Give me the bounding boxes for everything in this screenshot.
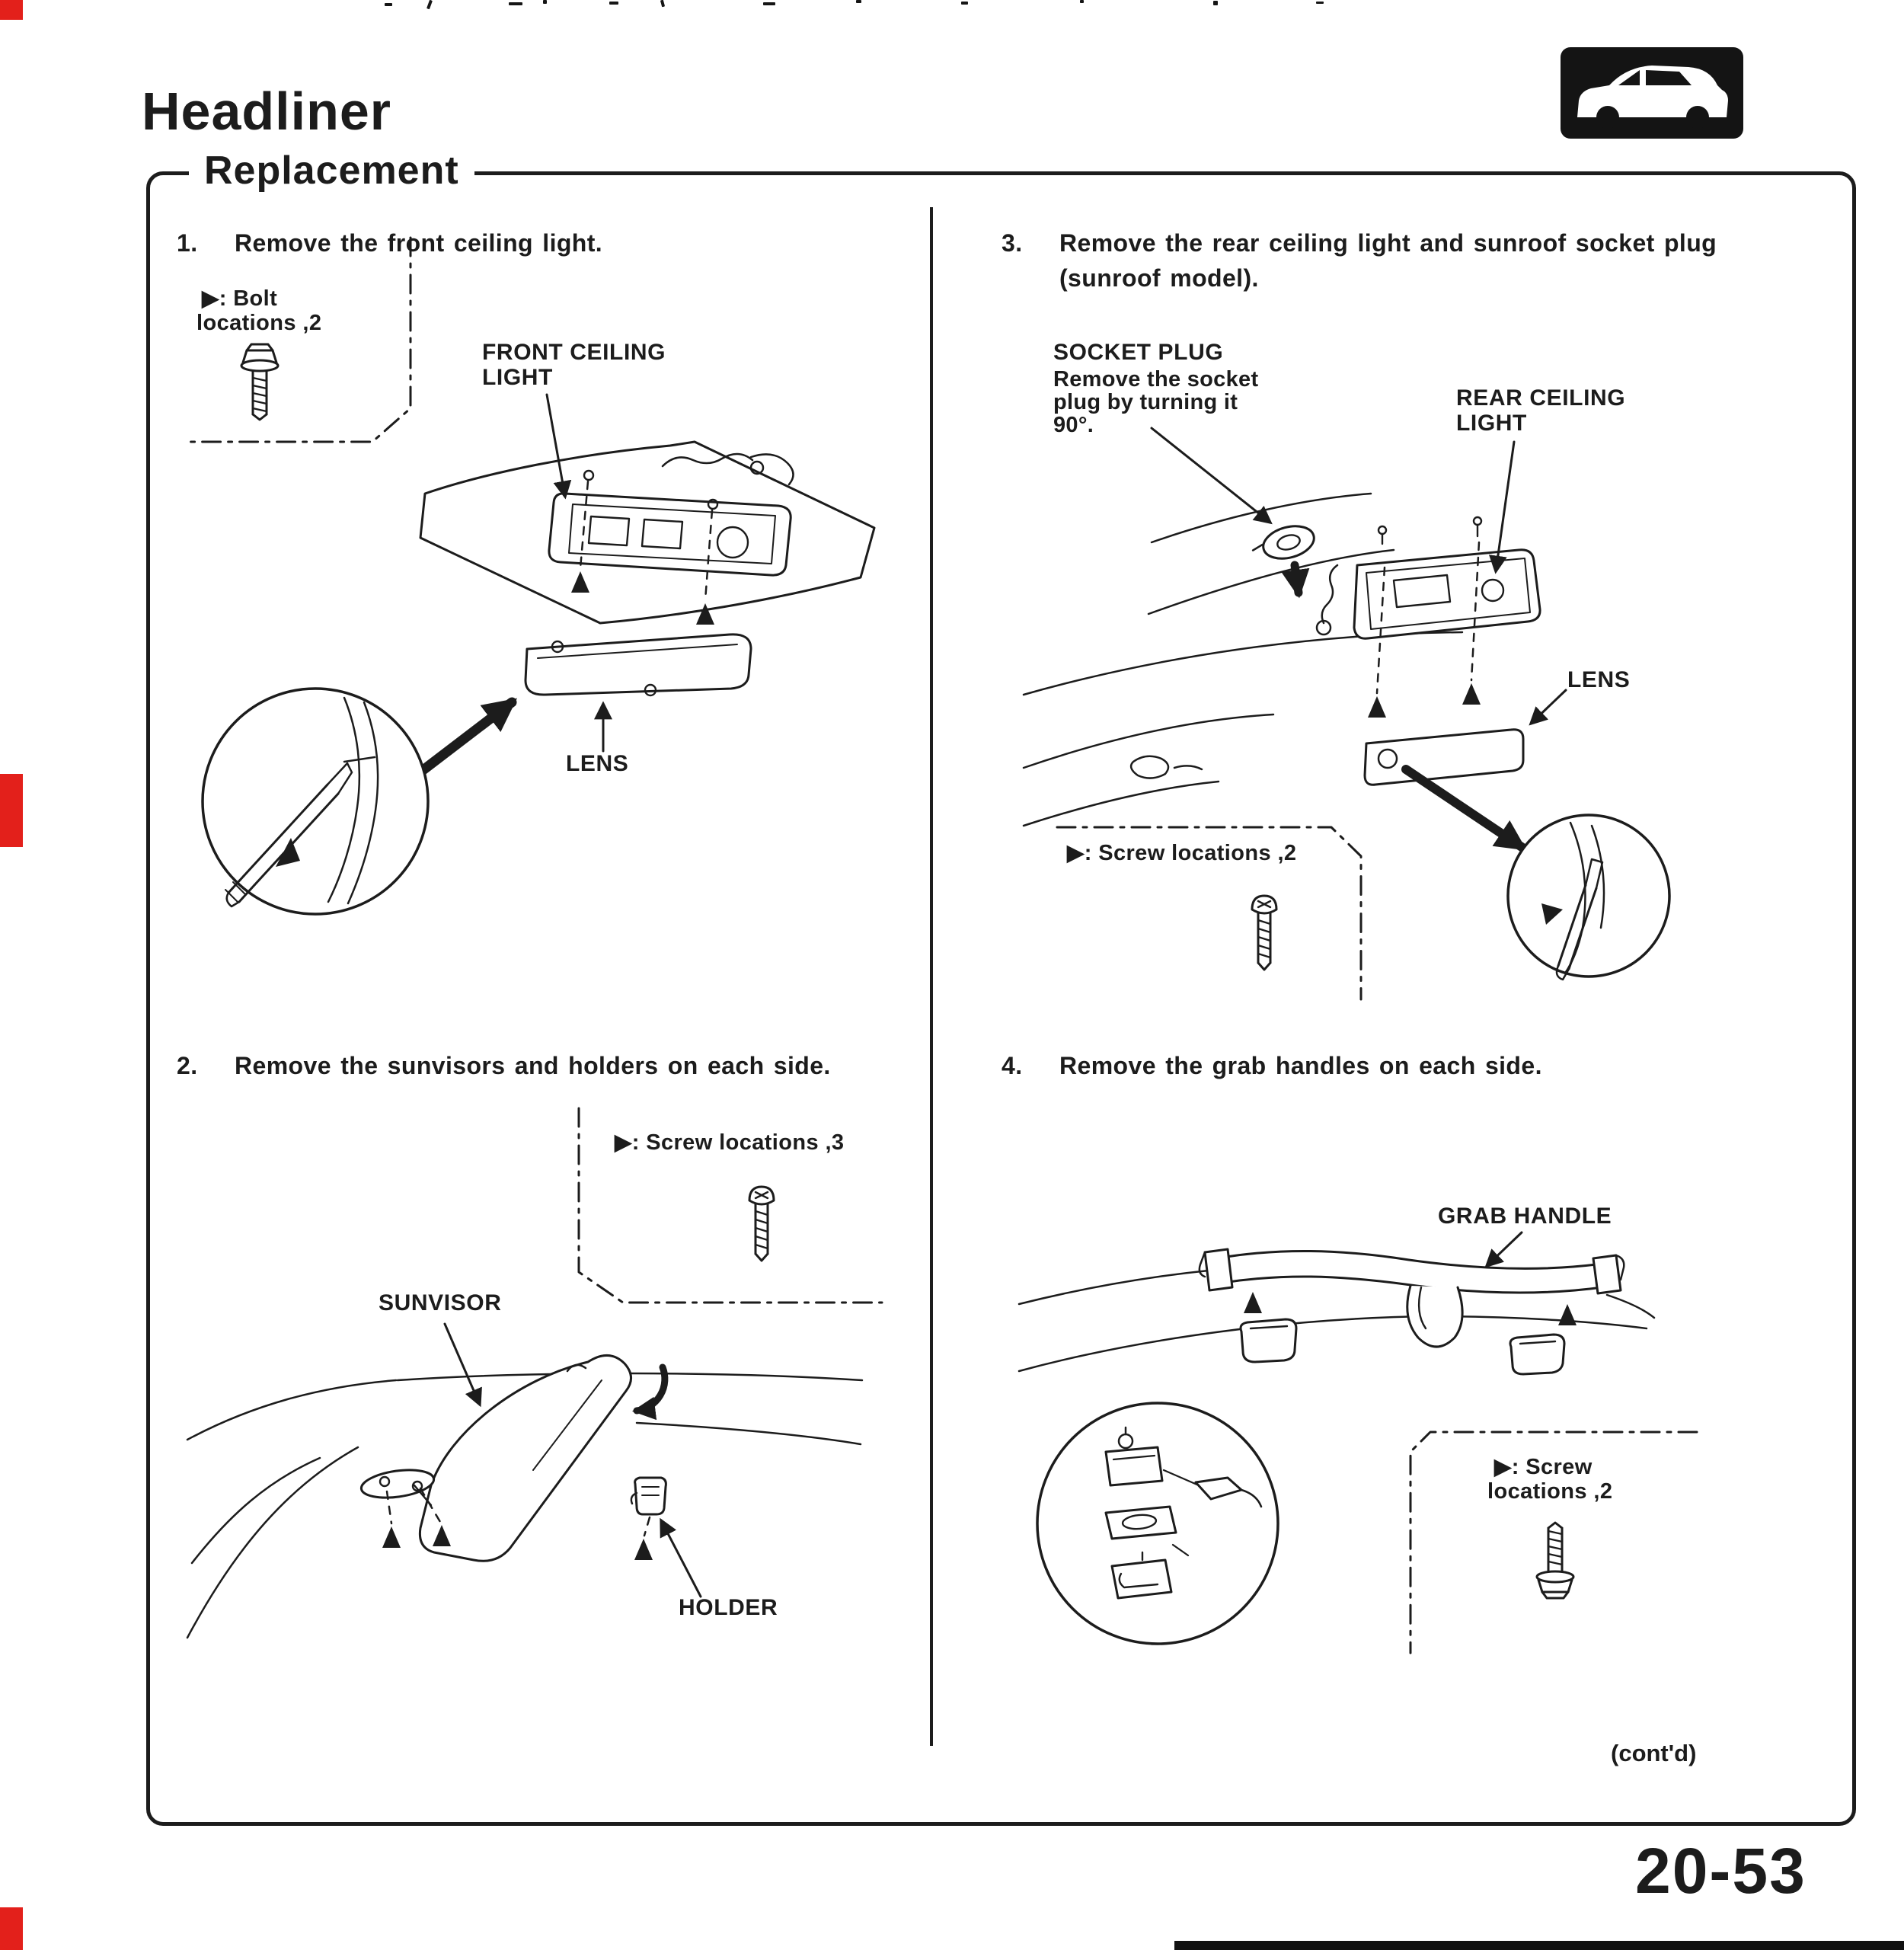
label-front-ceiling-light-line1: FRONT CEILING	[482, 340, 666, 365]
sunvisor-leader	[443, 1322, 482, 1408]
visor-rotation-arrow	[631, 1363, 669, 1421]
red-edge-mark-bottom	[0, 1907, 23, 1950]
step-3-number: 3.	[1002, 229, 1023, 257]
continued-marker: (cont'd)	[1611, 1740, 1697, 1766]
scan-artifact	[1080, 0, 1084, 3]
step-1-number: 1.	[177, 229, 198, 257]
socket-plug-turn-arrow	[1281, 561, 1310, 599]
screw-icon-step3	[1251, 894, 1278, 971]
callout-border-bolt-note-1	[183, 236, 412, 443]
bolt-location-marker	[571, 571, 589, 593]
screw-note-step2: ▶: Screw locations ,3	[615, 1130, 845, 1155]
bolt-icon-step1	[240, 343, 280, 421]
lens3-leader	[1529, 689, 1567, 726]
label-rear-ceiling-light-line1: REAR CEILING	[1456, 385, 1626, 411]
pry-direction-arrow	[1541, 903, 1563, 925]
label-holder: HOLDER	[679, 1595, 778, 1620]
scan-artifact	[509, 2, 522, 5]
illustration-grab-handle	[1017, 1231, 1656, 1376]
lens-pry-arrow-3	[1401, 765, 1527, 852]
bolt-icon-step4	[1535, 1521, 1575, 1600]
label-socket-plug-desc2: plug by turning it	[1053, 390, 1238, 414]
label-sunvisor: SUNVISOR	[379, 1290, 502, 1315]
step-1-text: Remove the front ceiling light.	[235, 229, 603, 257]
bolt-location-marker	[696, 603, 714, 625]
screw-location-marker	[1244, 1292, 1262, 1313]
screw-location-marker	[1558, 1304, 1577, 1325]
rear-ceiling-light-leader	[1488, 440, 1516, 574]
page-number: 20-53	[1635, 1835, 1807, 1907]
screw-location-marker	[1368, 696, 1386, 718]
scan-artifact	[856, 0, 861, 3]
content-frame-border	[146, 171, 1856, 1826]
callout-border-screw-note-3	[1056, 826, 1363, 1001]
screw-note-step4-line2: locations ,2	[1487, 1479, 1613, 1504]
screw-location-marker	[634, 1539, 653, 1560]
step-4-text: Remove the grab handles on each side.	[1059, 1052, 1542, 1079]
screw-location-marker	[1462, 683, 1481, 705]
vehicle-icon	[1561, 47, 1743, 139]
screw-location-marker	[433, 1525, 451, 1546]
scan-artifact	[543, 0, 547, 4]
detail-circle-screwdriver-3	[1506, 814, 1671, 981]
label-socket-plug-desc1: Remove the socket	[1053, 367, 1259, 392]
illustration-front-ceiling-light	[397, 393, 876, 791]
holder-leader	[660, 1517, 702, 1598]
scan-artifact	[609, 2, 618, 5]
red-edge-mark-top	[0, 0, 23, 20]
label-grab-handle: GRAB HANDLE	[1438, 1204, 1612, 1229]
grab-handle-leader	[1484, 1231, 1523, 1268]
pry-direction-arrow	[276, 838, 300, 867]
label-lens-step3: LENS	[1567, 667, 1631, 692]
socket-plug-leader	[1150, 427, 1273, 525]
label-front-ceiling-light-line2: LIGHT	[482, 365, 553, 390]
step-2-text: Remove the sunvisors and holders on each…	[235, 1052, 831, 1079]
step-3-text: Remove the rear ceiling light and sunroo…	[1059, 229, 1717, 292]
screw-icon-step2	[748, 1185, 775, 1262]
label-lens-step1: LENS	[566, 751, 629, 776]
vehicle-rear-window	[1646, 70, 1692, 85]
step-3: 3. Remove the rear ceiling light and sun…	[1002, 225, 1771, 296]
bolt-note-line1: ▶: Bolt	[202, 286, 278, 311]
label-socket-plug-desc3: 90°.	[1053, 413, 1094, 437]
bottom-edge-mark	[1174, 1941, 1904, 1950]
illustration-rear-ceiling-light	[1022, 427, 1567, 852]
scan-artifact	[961, 2, 968, 5]
scan-artifact	[385, 3, 392, 6]
screw-note-step3: ▶: Screw locations ,2	[1067, 841, 1297, 865]
step-4-number: 4.	[1002, 1052, 1023, 1079]
vehicle-rear-wheel	[1686, 106, 1709, 129]
step-2: 2. Remove the sunvisors and holders on e…	[177, 1048, 908, 1083]
column-divider	[930, 207, 933, 1746]
callout-border-screw-note-2	[577, 1107, 883, 1304]
red-edge-mark-middle	[0, 774, 23, 847]
vehicle-front-window	[1618, 70, 1640, 85]
callout-border-screw-note-4	[1409, 1431, 1698, 1654]
detail-circle-screwdriver-1	[201, 687, 430, 916]
illustration-sunvisor	[186, 1322, 864, 1639]
label-socket-plug: SOCKET PLUG	[1053, 340, 1224, 365]
scan-artifact	[763, 2, 775, 5]
vehicle-front-wheel	[1596, 106, 1619, 129]
step-2-number: 2.	[177, 1052, 198, 1079]
front-ceiling-light-leader	[545, 393, 572, 500]
scan-artifact	[1213, 1, 1218, 5]
screw-location-marker	[382, 1526, 401, 1548]
section-title: Replacement	[189, 148, 474, 193]
screw-note-step4-line1: ▶: Screw	[1494, 1455, 1593, 1479]
detail-circle-clip-parts	[1036, 1402, 1279, 1645]
bolt-note-line2: locations ,2	[196, 311, 322, 335]
page-title: Headliner	[142, 82, 391, 141]
step-4: 4. Remove the grab handles on each side.	[1002, 1048, 1733, 1083]
label-rear-ceiling-light-line2: LIGHT	[1456, 411, 1527, 436]
scan-artifact	[1316, 2, 1324, 4]
vehicle-silhouette	[1577, 66, 1728, 117]
step-1: 1. Remove the front ceiling light.	[177, 225, 893, 261]
